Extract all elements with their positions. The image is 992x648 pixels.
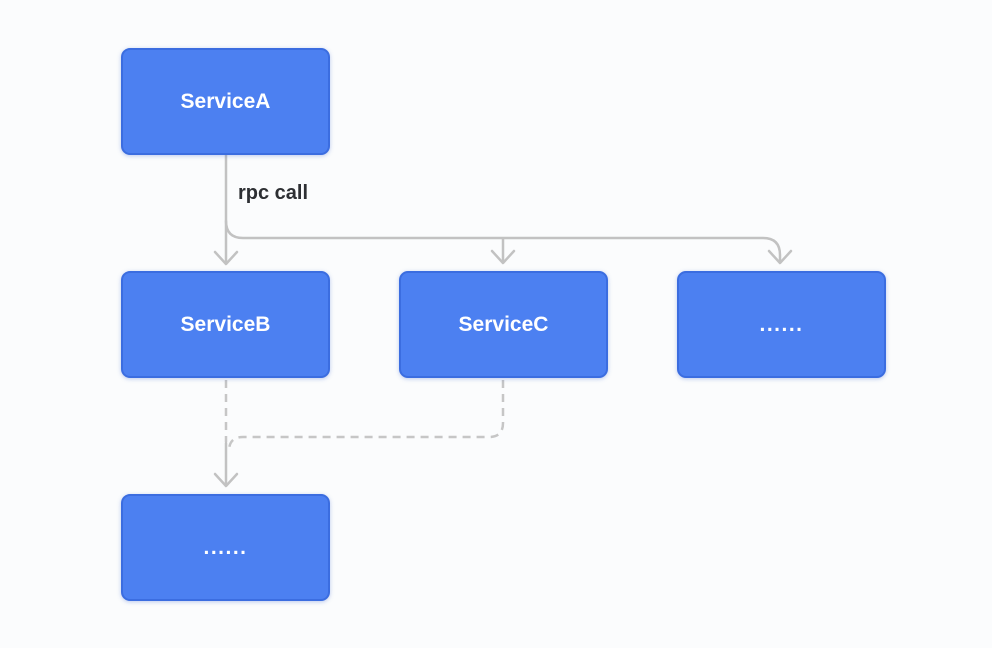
arrowhead-servicec [490, 249, 516, 265]
edge-label-rpc-call: rpc call [238, 182, 309, 204]
node-service-a: ServiceA [121, 48, 330, 155]
node-service-c-label: ServiceC [458, 312, 549, 336]
node-more-services-bottom: ...... [121, 494, 330, 601]
arrowhead-more-bottom [213, 472, 239, 488]
edge-servicec-dashed [227, 380, 505, 452]
arrowhead-more-right [767, 249, 793, 265]
node-service-b: ServiceB [121, 271, 330, 378]
arrowhead-serviceb [213, 250, 239, 266]
edge-servicea-rail [224, 219, 782, 262]
node-more-services-right: ...... [677, 271, 886, 378]
node-service-c: ServiceC [399, 271, 608, 378]
node-more-right-label: ...... [759, 312, 804, 336]
node-service-a-label: ServiceA [180, 89, 271, 113]
node-service-b-label: ServiceB [180, 312, 271, 336]
node-more-bottom-label: ...... [203, 535, 248, 559]
